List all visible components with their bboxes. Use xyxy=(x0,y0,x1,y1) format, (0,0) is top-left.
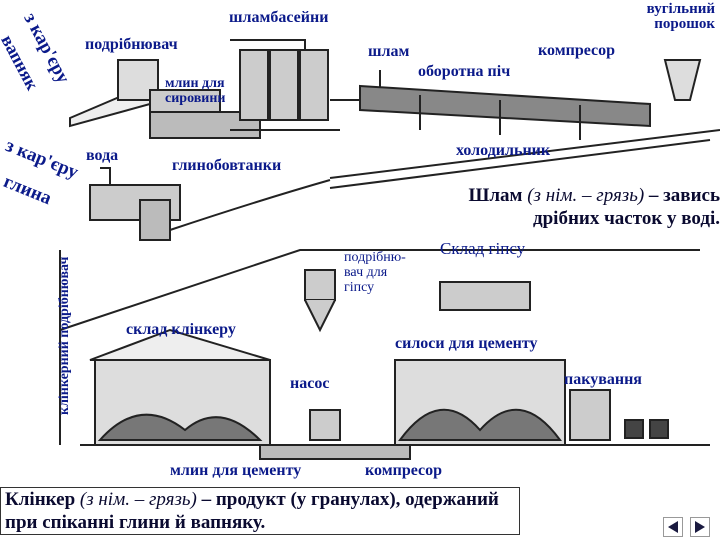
slurry-text: – завись дрібних часток у воді. xyxy=(532,185,720,229)
packing-label: пакування xyxy=(564,371,642,388)
slurry-definition: Шлам (з нім. – грязь) – завись дрібних ч… xyxy=(400,184,720,230)
triangle-right-icon xyxy=(691,518,709,536)
clay-mixers-label: глинобовтанки xyxy=(172,157,282,174)
clinker-term: Клінкер xyxy=(5,489,76,510)
clinker-crusher-label: клінкерний подрібнювач xyxy=(57,256,72,415)
pump-label: насос xyxy=(290,375,330,392)
slurry-term: Шлам xyxy=(468,185,523,206)
clinker-origin: (з нім. – грязь) xyxy=(79,489,197,510)
compressor-bottom-label: компресор xyxy=(365,462,443,479)
cement-silos-label: силоси для цементу xyxy=(395,335,538,352)
triangle-left-icon xyxy=(664,518,682,536)
rotary-kiln-label: оборотна піч xyxy=(418,63,511,80)
clinker-store-label: склад клінкеру xyxy=(126,321,236,338)
clinker-text: – продукт (у гранулах), одержаний при сп… xyxy=(5,489,499,533)
slurry-label: шлам xyxy=(368,43,410,60)
crusher-label: подрібнювач xyxy=(85,36,178,53)
raw-mill-label: млин для сировини xyxy=(165,76,226,106)
gypsum-store-label: Склад гіпсу xyxy=(440,239,526,258)
compressor-top-label: компресор xyxy=(538,42,616,59)
water-label: вода xyxy=(86,147,119,164)
clinker-definition: Клінкер (з нім. – грязь) – продукт (у гр… xyxy=(0,487,520,535)
slurry-basins-label: шламбасейни xyxy=(229,9,329,26)
cooler-label: холодильник xyxy=(456,142,551,159)
prev-slide-button[interactable] xyxy=(663,517,683,537)
next-slide-button[interactable] xyxy=(690,517,710,537)
gypsum-crusher-label: подрібню-вач для гіпсу xyxy=(344,250,406,295)
slurry-origin: (з нім. – грязь) xyxy=(527,185,645,206)
cement-mill-label: млин для цементу xyxy=(170,462,302,479)
coal-powder-label: вугільний порошок xyxy=(646,1,715,32)
